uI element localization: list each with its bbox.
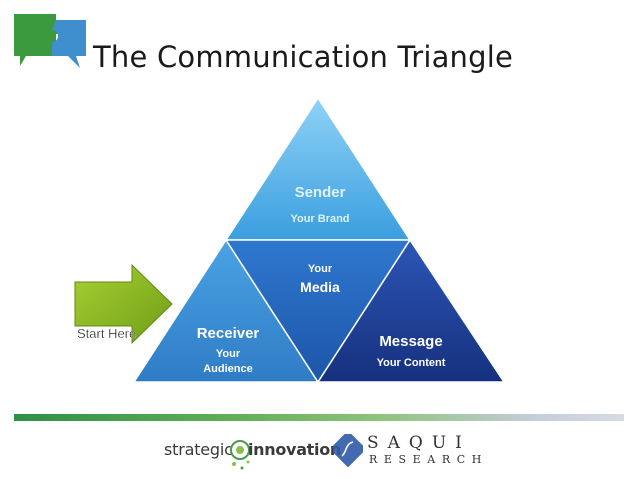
saqui-name: SAQUI — [367, 433, 471, 453]
saqui-research-logo: SAQUI RESEARCH — [333, 432, 481, 472]
logo-word-innovation: innovation — [248, 440, 342, 459]
media-line2: Media — [300, 279, 340, 295]
sender-label: Sender — [295, 184, 346, 201]
receiver-sub1: Your — [216, 348, 241, 360]
media-line1: Your — [308, 263, 333, 275]
receiver-label: Receiver — [197, 325, 260, 342]
receiver-sub2: Audience — [203, 363, 253, 375]
message-label: Message — [379, 333, 442, 350]
sender-sub: Your Brand — [290, 213, 349, 225]
saqui-sub: RESEARCH — [369, 453, 488, 466]
saqui-emblem-icon — [333, 434, 363, 468]
swirl-icon — [230, 440, 250, 470]
start-here-label: Start Here — [77, 326, 136, 341]
start-here-arrow — [74, 263, 173, 345]
puzzle-speech-bubble-icon — [12, 12, 88, 72]
strategic-innovation-logo: strategic innovation — [160, 432, 341, 474]
message-sub: Your Content — [377, 357, 446, 369]
logo-word-strategic: strategic — [164, 440, 233, 459]
page-title: The Communication Triangle — [93, 40, 514, 74]
message-triangle — [316, 238, 506, 383]
footer-divider — [14, 414, 624, 421]
